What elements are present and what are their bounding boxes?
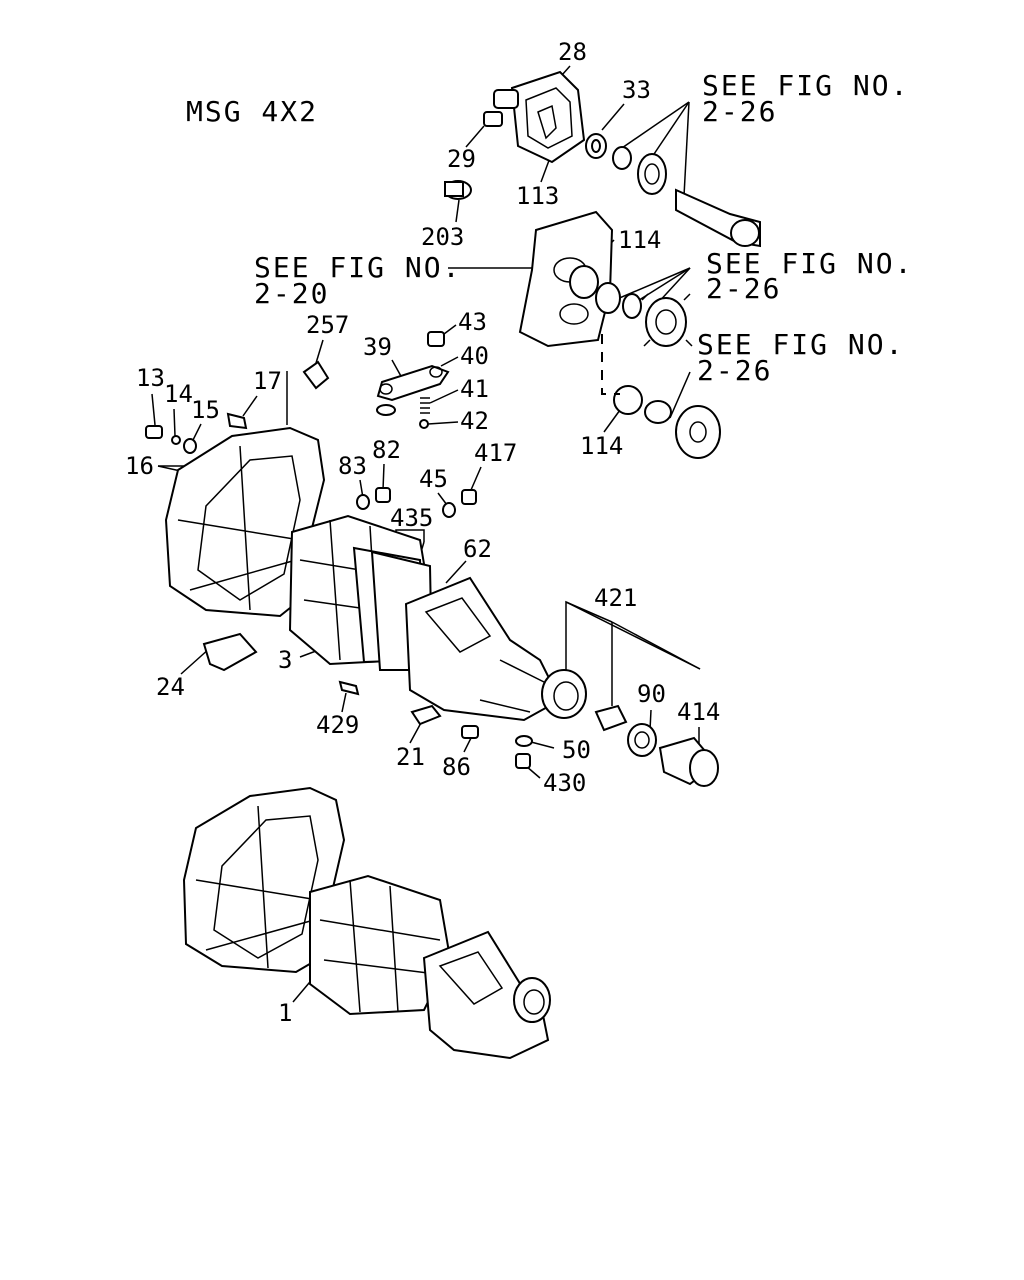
callout-257: 257 xyxy=(306,311,349,339)
bushing-421 xyxy=(594,704,628,732)
bolt-29 xyxy=(483,111,503,127)
washer-50 xyxy=(515,735,533,747)
callout-90: 90 xyxy=(637,680,666,708)
bolt-86 xyxy=(461,725,479,739)
callout-86: 86 xyxy=(442,753,471,781)
callout-17: 17 xyxy=(253,367,282,395)
callout-83: 83 xyxy=(338,452,367,480)
assembly-path-line xyxy=(601,334,620,395)
bracket-257 xyxy=(302,360,330,390)
pin-429 xyxy=(338,680,360,696)
reference-note-line1: SEE FIG NO. xyxy=(702,69,909,102)
plug-82 xyxy=(375,487,391,503)
callout-41: 41 xyxy=(460,375,489,403)
reference-note-left: SEE FIG NO. 2-20 xyxy=(254,251,461,310)
callout-203: 203 xyxy=(421,223,464,251)
extension-cover-28 xyxy=(493,70,586,164)
callout-28: 28 xyxy=(558,38,587,66)
dust-cover-414 xyxy=(658,736,719,787)
ball-42 xyxy=(419,419,429,429)
callout-414: 414 xyxy=(677,698,720,726)
cover-24 xyxy=(202,632,258,672)
bracket-21 xyxy=(410,704,442,726)
washer-15 xyxy=(183,438,197,454)
callout-113: 113 xyxy=(516,182,559,210)
reference-note-line2: 2-20 xyxy=(254,277,329,310)
washer-40 xyxy=(376,404,396,416)
callout-45: 45 xyxy=(419,465,448,493)
plug-430 xyxy=(515,753,531,769)
callout-33: 33 xyxy=(622,76,651,104)
washer-83 xyxy=(356,494,370,510)
reference-note-lower-right: SEE FIG NO. 2-26 xyxy=(697,328,904,387)
reference-note-mid-right: SEE FIG NO. 2-26 xyxy=(706,247,913,305)
reverse-gear-assembly xyxy=(644,400,721,459)
callout-417: 417 xyxy=(474,439,517,467)
callout-50: 50 xyxy=(562,736,591,764)
reference-note-line1: SEE FIG NO. xyxy=(254,251,461,284)
bushing-203 xyxy=(444,180,472,200)
callout-421: 421 xyxy=(594,584,637,612)
callout-42: 42 xyxy=(460,407,489,435)
callout-1: 1 xyxy=(278,999,292,1027)
callout-16: 16 xyxy=(125,452,154,480)
bolt-417 xyxy=(461,489,477,505)
reference-note-line1: SEE FIG NO. xyxy=(697,328,904,361)
callout-40: 40 xyxy=(460,342,489,370)
reference-note-line2: 2-26 xyxy=(706,272,781,305)
washer-45 xyxy=(442,502,456,518)
callout-39: 39 xyxy=(363,333,392,361)
reference-note-line2: 2-26 xyxy=(702,95,777,128)
callout-3: 3 xyxy=(278,646,292,674)
transmission-case-exploded xyxy=(164,426,587,722)
reference-note-line2: 2-26 xyxy=(697,354,772,387)
callout-15: 15 xyxy=(191,396,220,424)
bolt-43 xyxy=(427,331,445,347)
callout-24: 24 xyxy=(156,673,185,701)
plug-17 xyxy=(226,412,248,430)
callout-435: 435 xyxy=(390,504,433,532)
seal-90 xyxy=(627,723,657,757)
callout-43: 43 xyxy=(458,308,487,336)
snap-ring-114-lower xyxy=(613,385,643,415)
callout-62: 62 xyxy=(463,535,492,563)
bearing-33 xyxy=(585,133,607,159)
callout-114-upper: 114 xyxy=(618,226,661,254)
bolt-13 xyxy=(145,425,163,439)
callout-82: 82 xyxy=(372,436,401,464)
diagram-title: MSG 4X2 xyxy=(186,95,318,128)
callout-29: 29 xyxy=(447,145,476,173)
output-shaft-assembly xyxy=(612,146,761,248)
spring-41 xyxy=(420,397,430,414)
reference-note-line1: SEE FIG NO. xyxy=(706,247,913,280)
snap-ring-114-upper xyxy=(569,265,599,299)
callout-14: 14 xyxy=(164,380,193,408)
shift-arm-39 xyxy=(376,364,450,402)
ring-14 xyxy=(171,435,181,445)
callout-429: 429 xyxy=(316,711,359,739)
callout-430: 430 xyxy=(543,769,586,797)
callout-13: 13 xyxy=(136,364,165,392)
transmission-assembly-1 xyxy=(182,786,551,1060)
callout-21: 21 xyxy=(396,743,425,771)
countershaft-gear-assembly xyxy=(595,282,693,347)
reference-note-top-right: SEE FIG NO. 2-26 xyxy=(702,69,909,128)
callout-114-lower: 114 xyxy=(580,432,623,460)
